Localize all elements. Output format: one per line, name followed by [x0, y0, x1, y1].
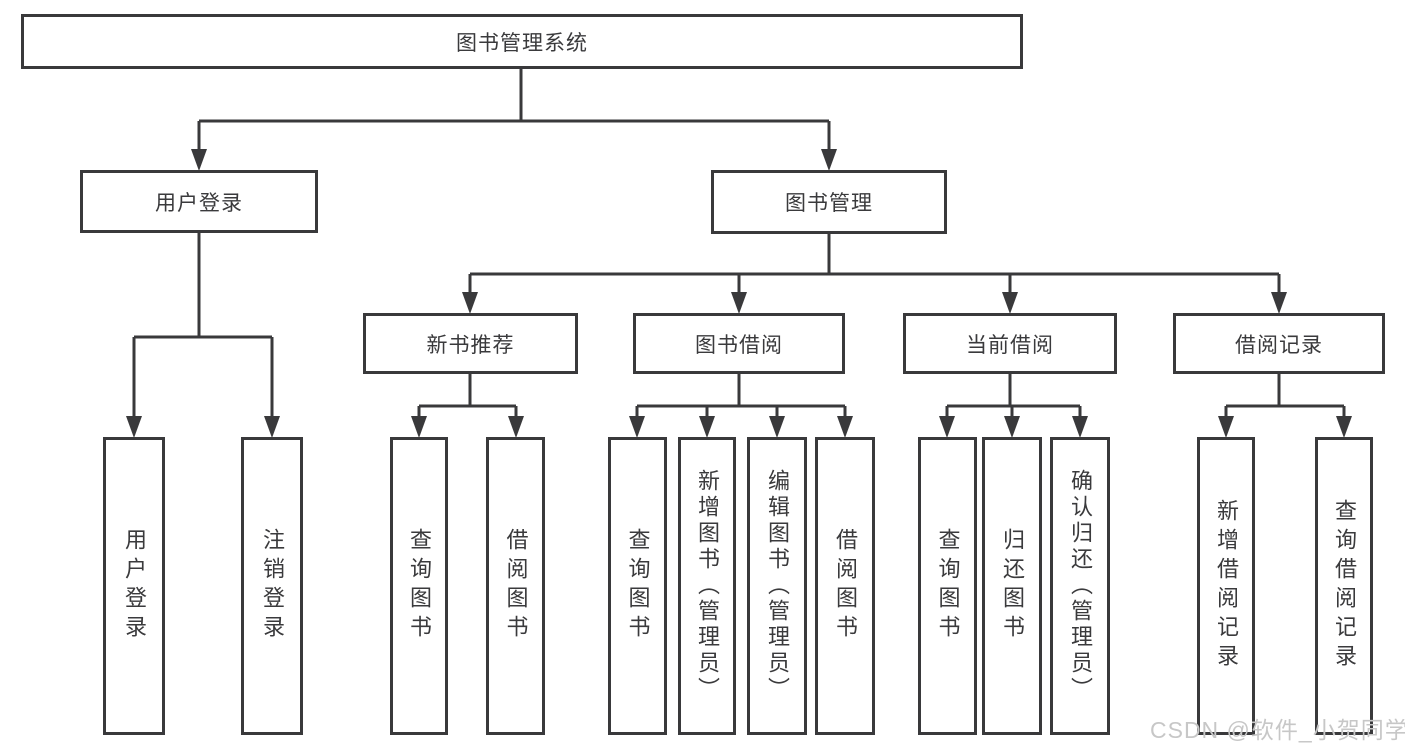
arrowhead [462, 292, 478, 314]
arrowhead [939, 416, 955, 438]
connector-current-borrow-to-children [945, 374, 1082, 418]
connector-records-to-children [1224, 374, 1346, 418]
arrowhead [1004, 416, 1020, 438]
arrowhead [126, 416, 142, 438]
node-user-login: 用户登录 [80, 170, 318, 233]
leaf-borrow-books-recommend: 借阅图书 [486, 437, 545, 735]
arrowhead [821, 149, 837, 171]
connector-book-borrow-to-children [635, 374, 847, 418]
arrowhead [264, 416, 280, 438]
leaf-edit-book-admin: 编辑图书（管理员） [747, 437, 807, 735]
node-borrow-records: 借阅记录 [1173, 313, 1385, 374]
arrowhead [508, 416, 524, 438]
leaf-query-books-recommend: 查询图书 [390, 437, 448, 735]
node-book-borrow: 图书借阅 [633, 313, 845, 374]
leaf-borrow-books: 借阅图书 [815, 437, 875, 735]
node-root: 图书管理系统 [21, 14, 1023, 69]
node-new-book-recommend: 新书推荐 [363, 313, 578, 374]
leaf-query-borrow-record: 查询借阅记录 [1315, 437, 1373, 735]
arrowhead [699, 416, 715, 438]
watermark: CSDN @软件_小贺同学 [1150, 717, 1405, 743]
node-book-mgmt: 图书管理 [711, 170, 947, 234]
leaf-logout: 注销登录 [241, 437, 303, 735]
connector-root-to-level2 [197, 69, 831, 151]
arrowhead [411, 416, 427, 438]
arrowhead [629, 416, 645, 438]
arrowhead [1271, 292, 1287, 314]
leaf-add-book-admin: 新增图书（管理员） [678, 437, 736, 735]
leaf-user-login: 用户登录 [103, 437, 165, 735]
leaf-return-book: 归还图书 [982, 437, 1042, 735]
leaf-query-books-current: 查询图书 [918, 437, 977, 735]
node-current-borrow: 当前借阅 [903, 313, 1117, 374]
arrowhead [1336, 416, 1352, 438]
arrowhead [1218, 416, 1234, 438]
leaf-add-borrow-record: 新增借阅记录 [1197, 437, 1255, 735]
arrowhead [1072, 416, 1088, 438]
arrowhead [837, 416, 853, 438]
arrowheads [126, 149, 1352, 438]
arrowhead [769, 416, 785, 438]
connector-new-book-to-children [417, 374, 518, 418]
arrowhead [191, 149, 207, 171]
connector-user-login-to-children [132, 233, 274, 418]
leaf-query-books-borrow: 查询图书 [608, 437, 667, 735]
arrowhead [1002, 292, 1018, 314]
arrowhead [731, 292, 747, 314]
leaf-confirm-return-admin: 确认归还（管理员） [1050, 437, 1110, 735]
connector-book-mgmt-to-children [468, 234, 1281, 294]
